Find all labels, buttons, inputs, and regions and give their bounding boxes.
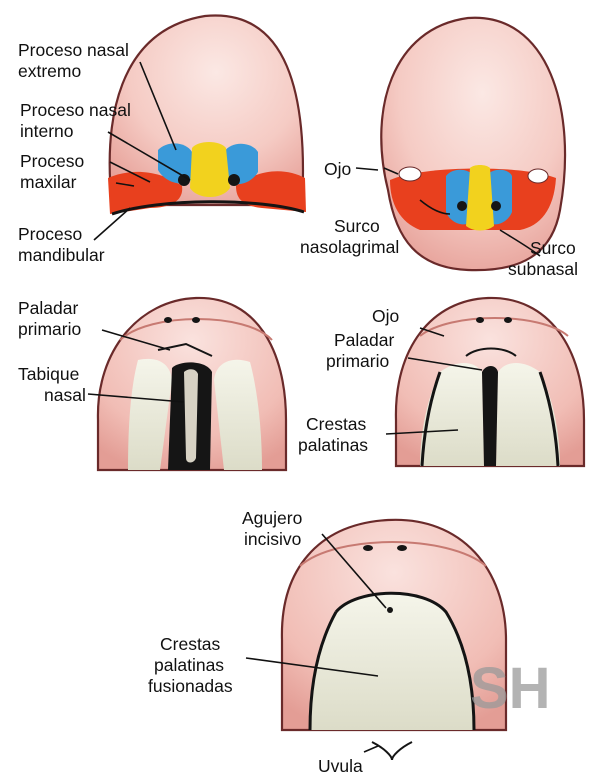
label-surco-nasolagrimal: Surco nasolagrimal xyxy=(300,216,399,257)
nasal-cavity-middle xyxy=(482,366,498,466)
panel-later-face xyxy=(381,18,565,270)
label-paladar-primario-1: Paladar primario xyxy=(18,298,83,339)
label-crestas-palatinas: Crestas palatinas xyxy=(298,414,371,455)
label-ojo-1: Ojo xyxy=(324,159,351,179)
nasal-septum xyxy=(184,369,198,462)
naris-3b xyxy=(397,545,407,551)
panel-palate-middle xyxy=(396,298,584,466)
eye-right xyxy=(528,169,548,183)
label-tabique-nasal: Tabique nasal xyxy=(18,364,86,405)
label-crestas-palatinas-fusionadas: Crestas palatinas fusionadas xyxy=(148,634,233,696)
naris-3a xyxy=(363,545,373,551)
nostril-left xyxy=(457,201,467,211)
nasal-pit-right xyxy=(228,174,240,186)
watermark-logo: SH xyxy=(470,656,551,721)
incisive-foramen xyxy=(387,607,393,613)
uvula-shape xyxy=(372,742,412,760)
medial-nasal-later xyxy=(466,165,494,231)
panel-palate-early xyxy=(98,298,286,470)
nostril-right xyxy=(491,201,501,211)
naris-2b xyxy=(504,317,512,323)
label-proceso-mandibular: Proceso mandibular xyxy=(18,224,105,265)
naris-2a xyxy=(476,317,484,323)
panel-early-face xyxy=(108,15,306,214)
panel-palate-fused xyxy=(282,520,506,760)
embryo-head-later xyxy=(381,18,565,270)
label-paladar-primario-2: Paladar primario xyxy=(326,330,399,371)
medial-nasal-process xyxy=(190,142,230,197)
label-uvula: Uvula xyxy=(318,756,363,776)
label-proceso-maxilar: Proceso maxilar xyxy=(20,151,89,192)
naris-1a xyxy=(164,317,172,323)
naris-1b xyxy=(192,317,200,323)
label-ojo-2: Ojo xyxy=(372,306,399,326)
eye-left xyxy=(399,167,421,181)
label-agujero-incisivo: Agujero incisivo xyxy=(242,508,307,549)
label-proceso-nasal-extremo: Proceso nasal extremo xyxy=(18,40,134,81)
